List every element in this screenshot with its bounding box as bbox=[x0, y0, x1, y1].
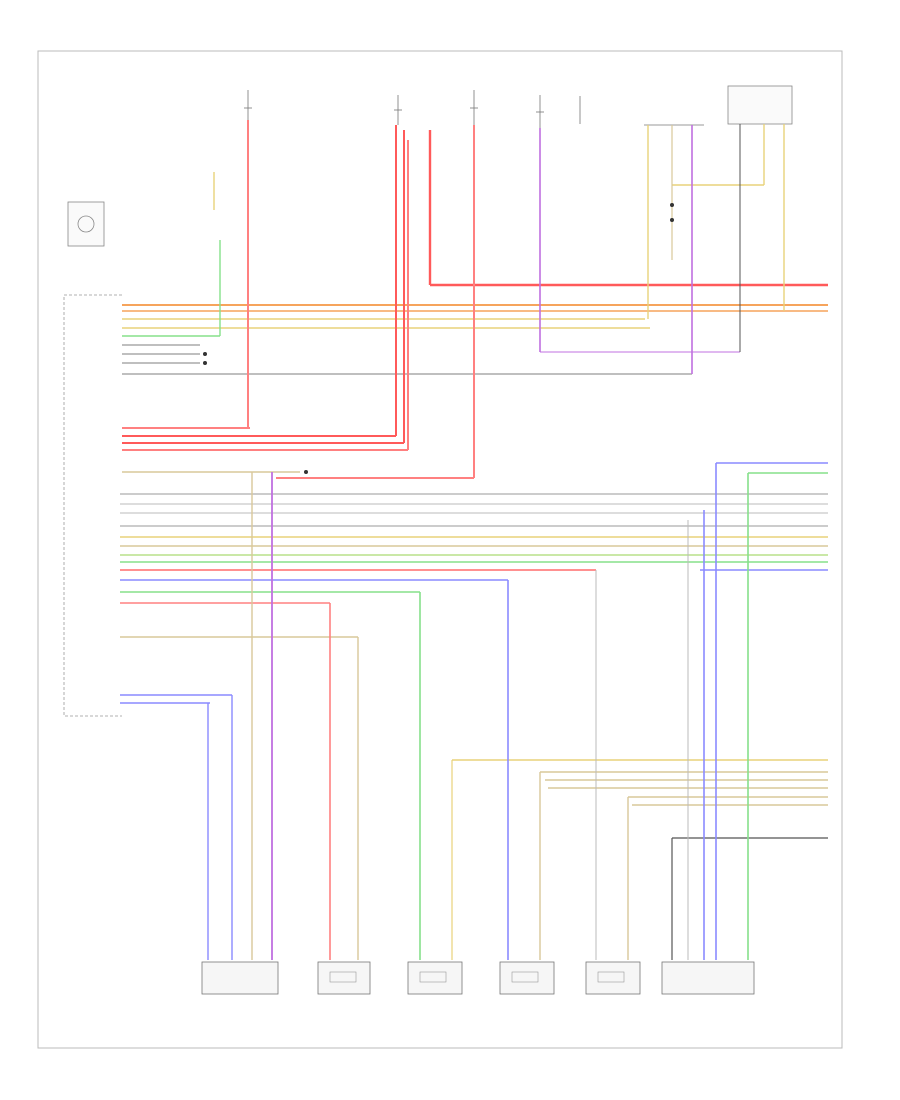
component-c2 bbox=[317, 961, 371, 995]
ac-pressure-switch bbox=[67, 201, 105, 247]
fuse-stubs bbox=[244, 90, 581, 128]
bottom-components bbox=[201, 961, 755, 995]
splice-points bbox=[203, 203, 674, 474]
component-c6 bbox=[661, 961, 755, 995]
display-unit bbox=[727, 85, 793, 125]
component-c1 bbox=[201, 961, 279, 995]
component-c4 bbox=[499, 961, 555, 995]
vertical-wires bbox=[207, 120, 785, 960]
diagram-border bbox=[37, 50, 843, 1049]
component-c5 bbox=[585, 961, 641, 995]
climate-control-module bbox=[63, 294, 122, 717]
component-c3 bbox=[407, 961, 463, 995]
